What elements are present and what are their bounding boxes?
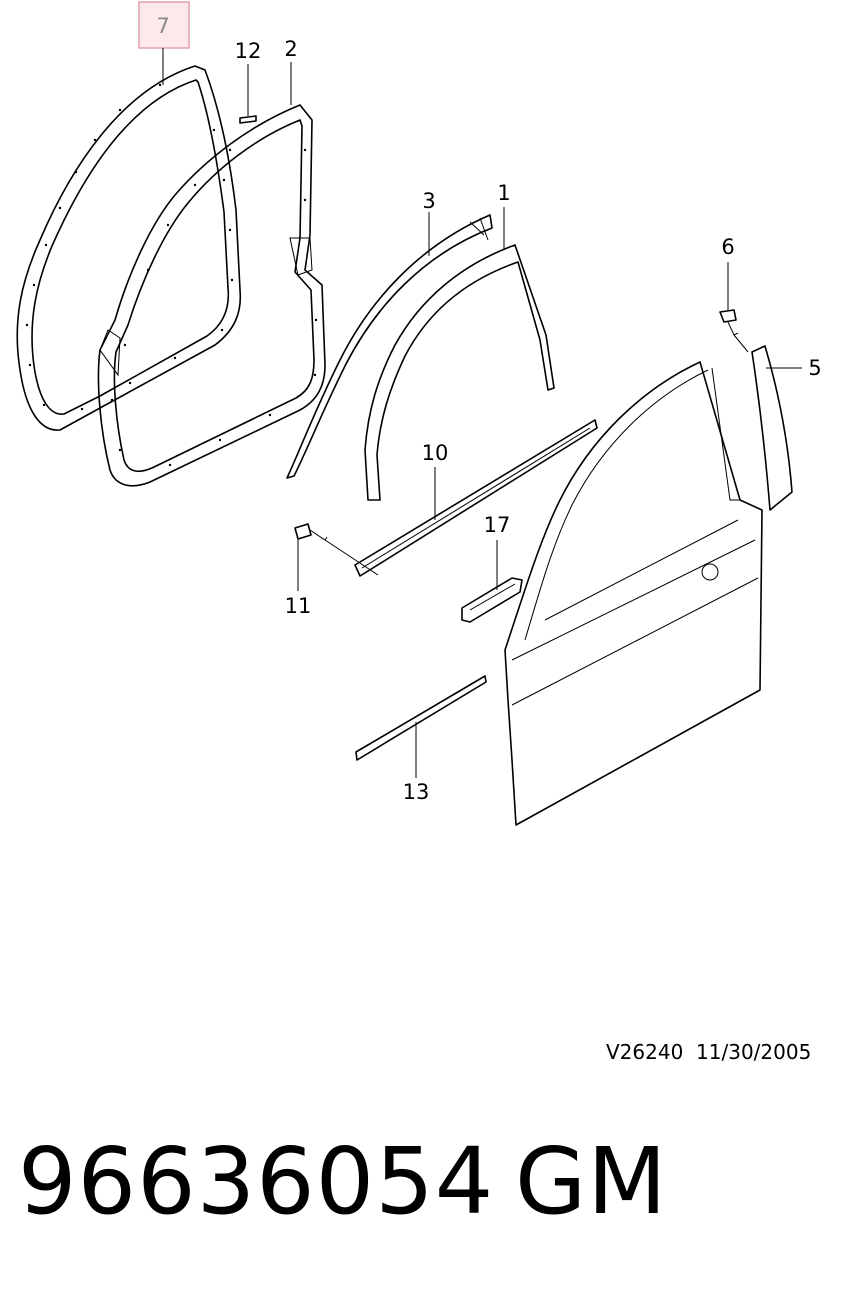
- reference-code: V26240: [606, 1040, 684, 1064]
- callout-3: 3: [422, 189, 435, 213]
- door-shell[interactable]: [504, 361, 763, 826]
- callout-10: 10: [422, 441, 449, 465]
- callout-6: 6: [721, 235, 734, 259]
- part-7-outer-weatherstrip[interactable]: [16, 65, 242, 431]
- part-1-glass-run-channel[interactable]: [364, 244, 555, 501]
- part-13-lower-strip[interactable]: [355, 675, 487, 761]
- part-2-inner-weatherstrip[interactable]: [97, 104, 326, 487]
- part-10-beltline-molding[interactable]: [354, 419, 598, 577]
- callout-7: 7: [156, 14, 169, 38]
- part-11-screw[interactable]: [294, 523, 328, 541]
- callout-13: 13: [403, 780, 430, 804]
- part-3-frame-molding[interactable]: [286, 214, 493, 479]
- callout-11: 11: [285, 594, 312, 618]
- part-6-screw[interactable]: [719, 309, 739, 336]
- callout-17: 17: [484, 513, 511, 537]
- reference-line: V26240 11/30/2005: [606, 1040, 811, 1064]
- brand-name: GM: [515, 1128, 668, 1235]
- parts-diagram: 7 12 2 3 1 6 5 10 17 11 13: [16, 1, 822, 826]
- callout-7-highlight: [138, 1, 190, 49]
- callout-1: 1: [497, 181, 510, 205]
- callout-5: 5: [808, 356, 821, 380]
- callout-2: 2: [284, 37, 297, 61]
- part-17-handle-bracket[interactable]: [461, 577, 523, 623]
- reference-date: 11/30/2005: [696, 1040, 812, 1064]
- part-number: 96636054: [18, 1128, 495, 1235]
- leader-lines: [162, 48, 802, 778]
- callout-12: 12: [235, 39, 262, 63]
- part-5-applique[interactable]: [751, 345, 793, 511]
- part-12-clip[interactable]: [239, 115, 257, 124]
